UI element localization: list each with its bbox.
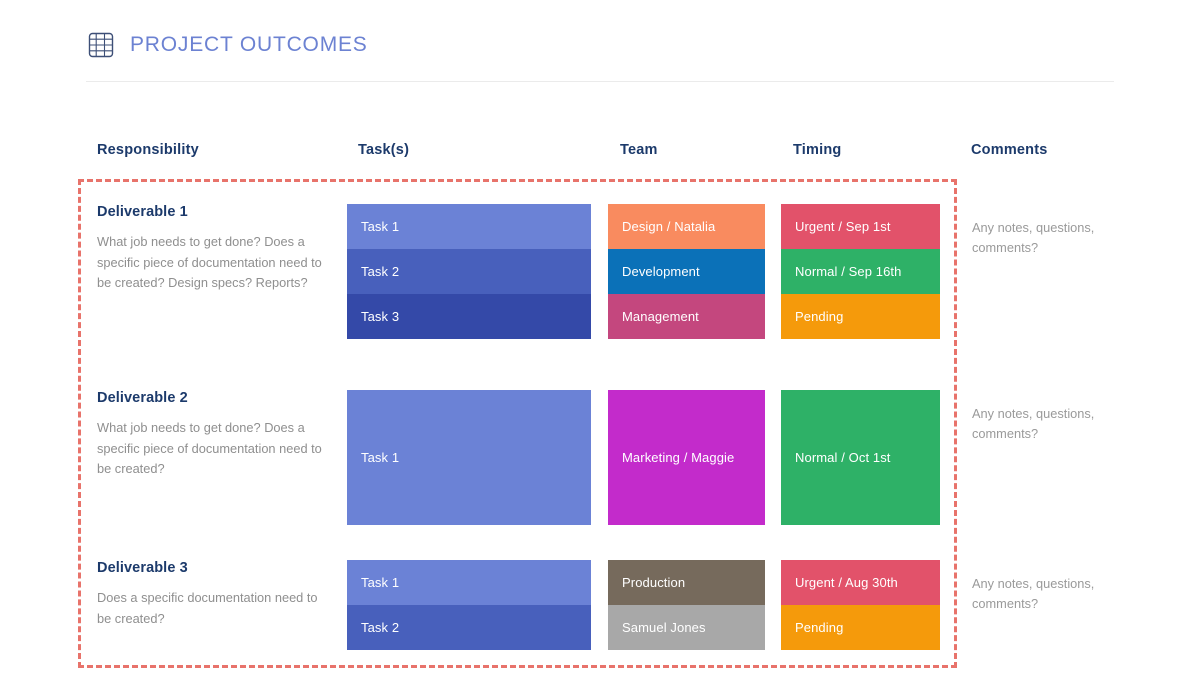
header-divider: [86, 81, 1114, 82]
table-grid-icon: [86, 30, 116, 60]
column-header-timing: Timing: [793, 142, 842, 158]
column-header-team: Team: [620, 142, 658, 158]
deliverable-title: Deliverable 3: [97, 560, 188, 576]
timing-chip[interactable]: Urgent / Sep 1st: [781, 204, 940, 249]
deliverable-description: What job needs to get done? Does a speci…: [97, 234, 322, 291]
tasks-cell-group: Task 1 Task 2 Task 3: [347, 204, 591, 339]
comments-cell: Any notes, questions, comments?: [972, 406, 1095, 441]
comments-cell: Any notes, questions, comments?: [972, 220, 1095, 255]
column-header-tasks: Task(s): [358, 142, 410, 158]
team-chip[interactable]: Samuel Jones: [608, 605, 765, 650]
deliverable-description: Does a specific documentation need to be…: [97, 590, 318, 626]
timing-chip[interactable]: Urgent / Aug 30th: [781, 560, 940, 605]
tasks-cell-group: Task 1 Task 2: [347, 560, 591, 650]
page-title: PROJECT OUTCOMES: [130, 33, 368, 56]
timing-cell-group: Urgent / Aug 30th Pending: [781, 560, 940, 650]
task-chip[interactable]: Task 1: [347, 390, 591, 525]
task-chip[interactable]: Task 1: [347, 560, 591, 605]
timing-chip[interactable]: Pending: [781, 294, 940, 339]
task-chip[interactable]: Task 2: [347, 605, 591, 650]
responsibility-cell: Deliverable 3 Does a specific documentat…: [97, 560, 332, 629]
team-chip[interactable]: Production: [608, 560, 765, 605]
timing-chip[interactable]: Normal / Oct 1st: [781, 390, 940, 525]
timing-cell-group: Urgent / Sep 1st Normal / Sep 16th Pendi…: [781, 204, 940, 339]
task-chip[interactable]: Task 2: [347, 249, 591, 294]
deliverable-title: Deliverable 1: [97, 204, 188, 220]
responsibility-cell: Deliverable 2 What job needs to get done…: [97, 390, 332, 480]
team-chip[interactable]: Marketing / Maggie: [608, 390, 765, 525]
page-header: PROJECT OUTCOMES: [86, 30, 368, 60]
comments-cell: Any notes, questions, comments?: [972, 576, 1095, 611]
deliverable-title: Deliverable 2: [97, 390, 188, 406]
task-chip[interactable]: Task 3: [347, 294, 591, 339]
column-header-row: Responsibility Task(s) Team Timing Comme…: [0, 142, 1199, 164]
team-chip[interactable]: Management: [608, 294, 765, 339]
team-chip[interactable]: Development: [608, 249, 765, 294]
team-cell-group: Marketing / Maggie: [608, 390, 765, 525]
timing-chip[interactable]: Normal / Sep 16th: [781, 249, 940, 294]
timing-chip[interactable]: Pending: [781, 605, 940, 650]
team-cell-group: Design / Natalia Development Management: [608, 204, 765, 339]
tasks-cell-group: Task 1: [347, 390, 591, 525]
team-cell-group: Production Samuel Jones: [608, 560, 765, 650]
responsibility-cell: Deliverable 1 What job needs to get done…: [97, 204, 332, 294]
team-chip[interactable]: Design / Natalia: [608, 204, 765, 249]
task-chip[interactable]: Task 1: [347, 204, 591, 249]
timing-cell-group: Normal / Oct 1st: [781, 390, 940, 525]
column-header-comments: Comments: [971, 142, 1048, 158]
column-header-responsibility: Responsibility: [97, 142, 199, 158]
deliverable-description: What job needs to get done? Does a speci…: [97, 420, 322, 477]
